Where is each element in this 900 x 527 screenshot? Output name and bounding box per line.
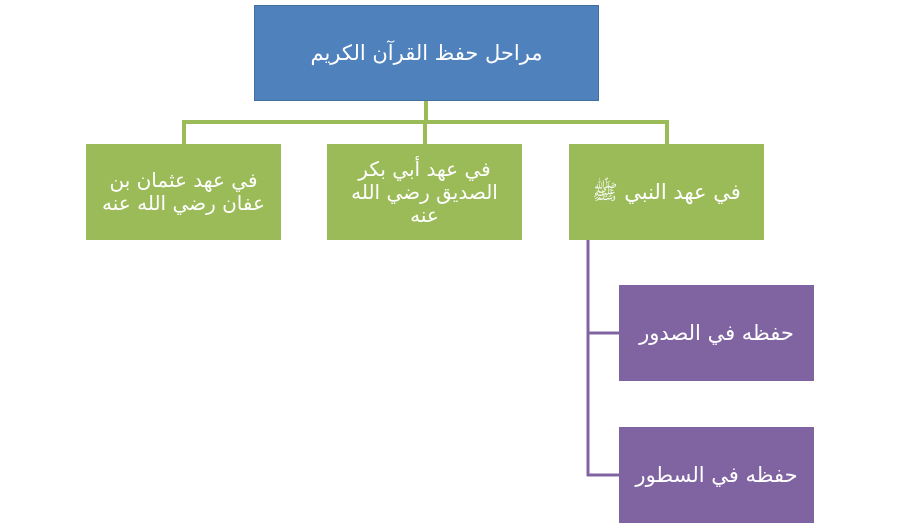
child-node-memorization-in-writing: حفظه في السطور bbox=[619, 427, 814, 523]
root-to-stages-connectors bbox=[182, 101, 669, 144]
root-node-label: مراحل حفظ القرآن الكريم bbox=[310, 40, 543, 65]
child-node-label: حفظه في السطور bbox=[635, 462, 798, 487]
stage-node-label: في عهد أبي بكر الصديق رضي الله عنه bbox=[351, 156, 498, 227]
stage-node-abu-bakr: في عهد أبي بكر الصديق رضي الله عنه bbox=[327, 144, 522, 240]
child-node-label: حفظه في الصدور bbox=[639, 320, 794, 345]
stage-node-label: في عهد عثمان بن عفان رضي الله عنه bbox=[102, 168, 265, 215]
root-node: مراحل حفظ القرآن الكريم bbox=[254, 5, 599, 101]
child-node-memorization-in-hearts: حفظه في الصدور bbox=[619, 285, 814, 381]
stage-node-label: في عهد النبي ﷺ bbox=[592, 179, 741, 204]
stage-node-uthman: في عهد عثمان بن عفان رضي الله عنه bbox=[86, 144, 281, 240]
stage-node-prophet: في عهد النبي ﷺ bbox=[569, 144, 764, 240]
prophet-children-connectors bbox=[586, 240, 619, 477]
